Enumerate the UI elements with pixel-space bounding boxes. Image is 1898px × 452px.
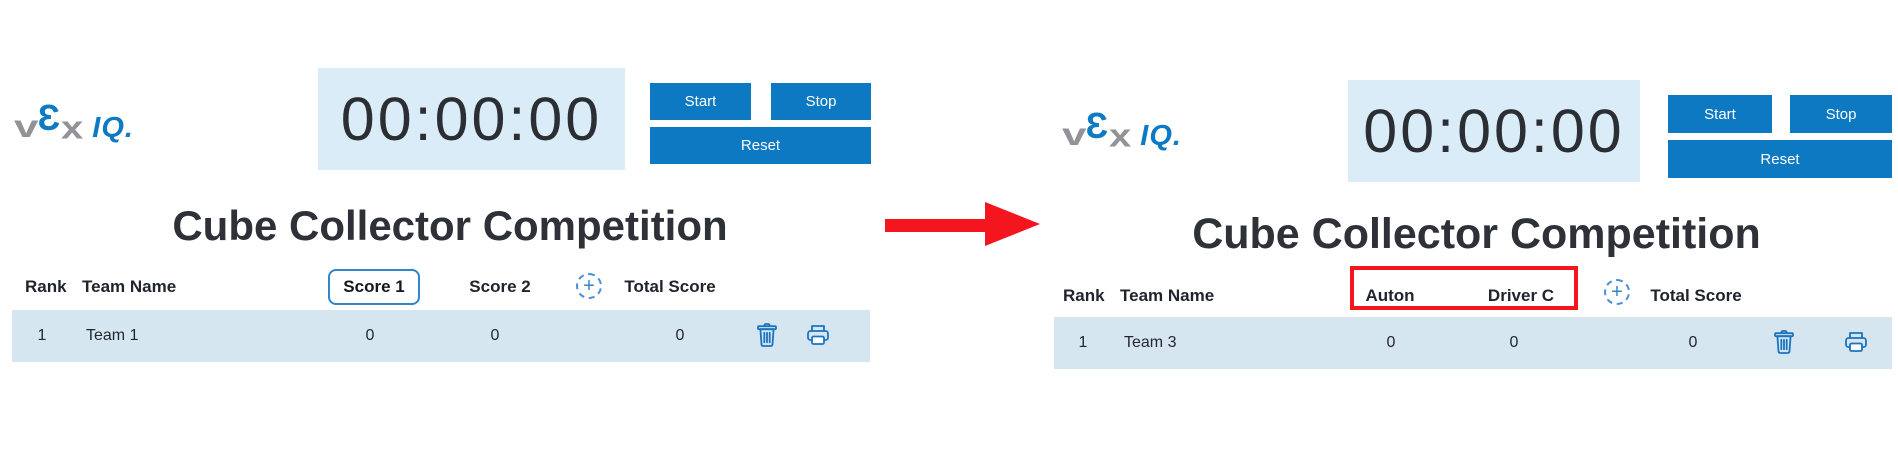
column-header-auton[interactable]: Auton bbox=[1365, 286, 1415, 305]
column-header-team-name: Team Name bbox=[82, 277, 177, 296]
column-header-score1-input[interactable]: Score 1 bbox=[328, 269, 420, 305]
start-button[interactable]: Start bbox=[650, 83, 751, 120]
start-button-right[interactable]: Start bbox=[1668, 95, 1772, 133]
vex-logo-letter-x: x bbox=[61, 110, 84, 146]
delete-row-button-right[interactable] bbox=[1771, 329, 1797, 358]
table-row-right: 1 Team 3 0 0 0 bbox=[1054, 317, 1892, 369]
plus-icon: + bbox=[583, 275, 595, 297]
row-score2-value[interactable]: 0 bbox=[490, 327, 500, 344]
vex-iq-logo-right: v Ɛ x IQ. bbox=[1062, 105, 1182, 154]
stop-button[interactable]: Stop bbox=[771, 83, 871, 120]
column-header-team-name-right: Team Name bbox=[1120, 286, 1215, 305]
vex-logo-letter-e: Ɛ bbox=[37, 97, 61, 138]
vex-iq-logo: v Ɛ x IQ. bbox=[14, 97, 134, 146]
printer-icon bbox=[805, 323, 831, 350]
transition-arrow-shaft bbox=[885, 219, 988, 232]
print-row-button[interactable] bbox=[805, 323, 831, 349]
print-row-button-right[interactable] bbox=[1843, 330, 1869, 356]
row-rank-value: 1 bbox=[37, 327, 47, 344]
row-score1-value[interactable]: 0 bbox=[1386, 334, 1396, 351]
reset-button[interactable]: Reset bbox=[650, 127, 871, 164]
add-column-button[interactable]: + bbox=[576, 273, 602, 299]
stop-button-right[interactable]: Stop bbox=[1790, 95, 1892, 133]
column-header-score2[interactable]: Score 2 bbox=[469, 277, 531, 296]
row-team-name: Team 1 bbox=[86, 327, 139, 344]
page-title: Cube Collector Competition bbox=[172, 202, 728, 249]
row-score2-value[interactable]: 0 bbox=[1509, 334, 1519, 351]
column-header-rank: Rank bbox=[25, 277, 67, 296]
vex-logo-letter-x: x bbox=[1109, 118, 1132, 154]
vex-logo-letter-e: Ɛ bbox=[1085, 105, 1109, 146]
delete-row-button[interactable] bbox=[754, 322, 780, 351]
timer-display-right: 00:00:00 bbox=[1348, 80, 1640, 182]
row-total-score-value: 0 bbox=[675, 327, 685, 344]
red-highlight-box bbox=[1350, 266, 1578, 310]
plus-icon: + bbox=[1611, 281, 1623, 303]
add-column-button-right[interactable]: + bbox=[1604, 279, 1630, 305]
trash-icon bbox=[1772, 329, 1796, 358]
row-score1-value[interactable]: 0 bbox=[365, 327, 375, 344]
trash-icon bbox=[755, 322, 779, 351]
timer-display: 00:00:00 bbox=[318, 68, 625, 170]
vex-logo-iq: IQ. bbox=[1140, 120, 1182, 152]
printer-icon bbox=[1843, 330, 1869, 357]
vex-logo-letter-v: v bbox=[1062, 117, 1087, 153]
column-header-total-score-right: Total Score bbox=[1650, 286, 1742, 305]
column-header-total-score: Total Score bbox=[624, 277, 716, 296]
column-header-driver[interactable]: Driver C bbox=[1487, 286, 1555, 305]
page-title-right: Cube Collector Competition bbox=[1192, 210, 1761, 258]
row-rank-value: 1 bbox=[1078, 334, 1088, 351]
row-team-name: Team 3 bbox=[1124, 334, 1177, 351]
table-row: 1 Team 1 0 0 0 bbox=[12, 310, 870, 362]
row-total-score-value: 0 bbox=[1688, 334, 1698, 351]
column-header-rank-right: Rank bbox=[1063, 286, 1105, 305]
vex-logo-letter-v: v bbox=[14, 109, 39, 145]
reset-button-right[interactable]: Reset bbox=[1668, 140, 1892, 178]
vex-logo-iq: IQ. bbox=[92, 112, 134, 144]
transition-arrow-icon bbox=[985, 202, 1040, 246]
